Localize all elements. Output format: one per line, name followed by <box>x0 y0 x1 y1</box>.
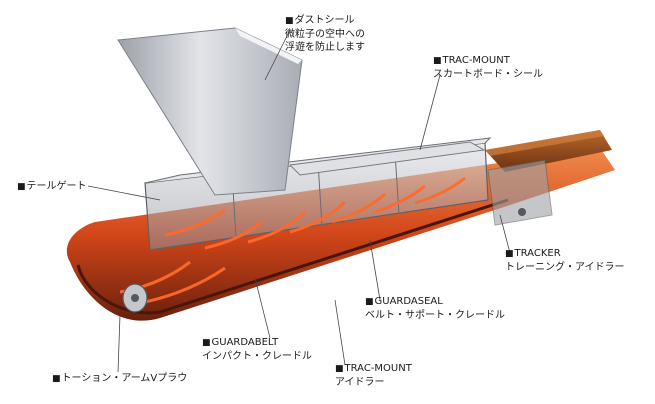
trac-mount-skirt-board <box>288 141 486 176</box>
bullet-icon: ■ <box>433 56 442 66</box>
belt-cargo <box>485 130 612 172</box>
tail-pulley <box>122 283 148 313</box>
dust-seal-hopper <box>117 27 303 196</box>
label-trac-mount-skirt: ■TRAC-MOUNT スカートボード・シール <box>433 55 543 80</box>
bullet-icon: ■ <box>285 16 294 26</box>
label-tailgate: ■テールゲート <box>17 181 87 192</box>
bullet-icon: ■ <box>505 249 514 259</box>
label-guardaseal: ■GUARDASEAL ベルト・サポート・クレードル <box>365 296 505 321</box>
bullet-icon: ■ <box>365 297 374 307</box>
label-tracker: ■TRACKER トレーニング・アイドラー <box>505 248 625 273</box>
label-torsion-plow: ■トーション・アームVプラウ <box>52 373 188 384</box>
label-guardabelt: ■GUARDABELT インパクト・クレードル <box>202 337 312 362</box>
bullet-icon: ■ <box>17 182 26 192</box>
bullet-icon: ■ <box>335 364 344 374</box>
label-dust-seal: ■ダストシール 微粒子の空中への 浮遊を防止します <box>285 15 365 53</box>
label-trac-mount-idler: ■TRAC-MOUNT アイドラー <box>335 363 412 388</box>
bullet-icon: ■ <box>52 374 61 384</box>
bullet-icon: ■ <box>202 338 211 348</box>
leader-lines <box>87 29 511 373</box>
tracker-idler <box>487 159 553 226</box>
